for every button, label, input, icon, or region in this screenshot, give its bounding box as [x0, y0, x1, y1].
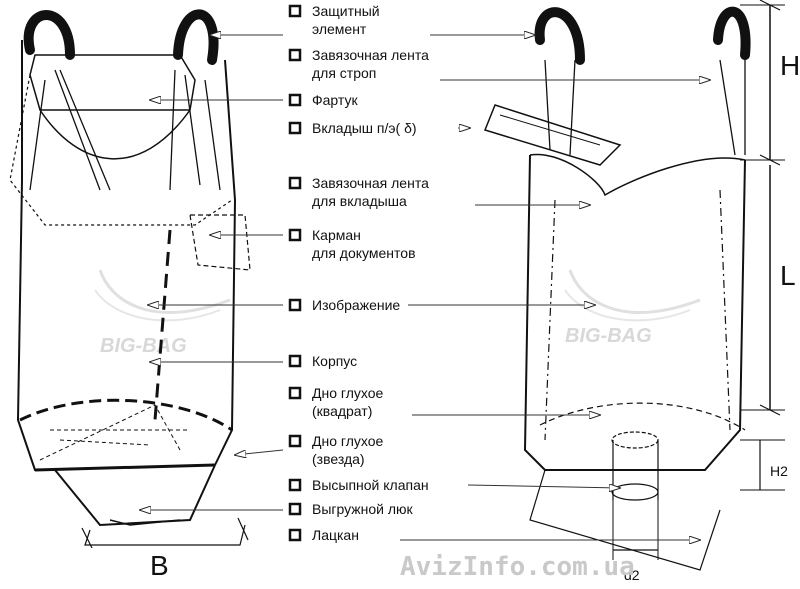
bullet-square-icon — [288, 434, 302, 448]
watermark-right: BIG-BAG — [564, 269, 701, 347]
bullet-square-icon — [288, 298, 302, 312]
bullet-square-icon — [288, 228, 302, 242]
bullet-square-icon — [288, 502, 302, 516]
callout-label: Дно глухое (квадрат) — [288, 385, 383, 419]
watermark-text-left: BIG-BAG — [100, 335, 187, 357]
callout-label-text: Дно глухое — [312, 385, 383, 401]
bullet-square-icon — [288, 4, 302, 18]
callout-label: Карман для документов — [288, 227, 416, 261]
right-bag — [484, 0, 785, 571]
callout-label-text: Корпус — [312, 353, 357, 369]
callout-label-text: Завязочная лента — [312, 175, 429, 191]
callout-label-text: Вкладыш п/э( δ) — [312, 120, 417, 136]
callout-label: Выгружной люк — [288, 501, 414, 517]
callout-label-text: Защитный — [312, 3, 380, 19]
callout-label-text: для вкладыша — [312, 193, 407, 209]
bullet-square-icon — [288, 354, 302, 368]
callout-label: Дно глухое (звезда) — [288, 433, 383, 467]
callout-label-text: для документов — [312, 245, 416, 261]
dimension-b-label: B — [150, 550, 169, 581]
dimension-h-label: H — [780, 50, 800, 81]
callout-label-text: (квадрат) — [312, 403, 372, 419]
callout-label: Изображение — [288, 297, 400, 313]
callout-label-text: Изображение — [312, 297, 400, 313]
callout-label-text: (звезда) — [312, 451, 365, 467]
dimension-d2-label: d2 — [624, 567, 640, 583]
callout-label: Фартук — [288, 92, 358, 108]
callout-label-text: Завязочная лента — [312, 47, 429, 63]
callout-label: Высыпной клапан — [288, 477, 429, 493]
dimension-l-label: L — [780, 260, 796, 291]
callout-label-text: Лацкан — [312, 527, 359, 543]
callout-label-text: для строп — [312, 65, 376, 81]
leader-lines — [140, 35, 710, 540]
left-bag — [9, 9, 251, 549]
callout-label-text: Фартук — [312, 92, 358, 108]
watermark-left: BIG-BAG — [94, 269, 231, 357]
callout-label-text: Выгружной люк — [312, 501, 414, 517]
callout-label-text: Дно глухое — [312, 433, 383, 449]
callout-label: Лацкан — [288, 527, 359, 543]
callout-label: Завязочная лента для строп — [288, 47, 429, 81]
callout-label-text: Карман — [312, 227, 361, 243]
bullet-square-icon — [288, 176, 302, 190]
callout-label-text: Высыпной клапан — [312, 477, 429, 493]
bullet-square-icon — [288, 121, 302, 135]
callout-label: Вкладыш п/э( δ) — [288, 120, 417, 136]
callout-label: Завязочная лента для вкладыша — [288, 175, 429, 209]
site-watermark: AvizInfo.com.ua — [400, 552, 635, 582]
bullet-square-icon — [288, 93, 302, 107]
bullet-square-icon — [288, 528, 302, 542]
callout-label: Корпус — [288, 353, 357, 369]
bullet-square-icon — [288, 386, 302, 400]
bullet-square-icon — [288, 48, 302, 62]
dimension-h2-label: H2 — [770, 463, 788, 479]
callout-label-text: элемент — [312, 21, 367, 37]
bullet-square-icon — [288, 478, 302, 492]
callout-label: Защитный элемент — [288, 3, 380, 37]
watermark-text-right: BIG-BAG — [565, 325, 652, 347]
